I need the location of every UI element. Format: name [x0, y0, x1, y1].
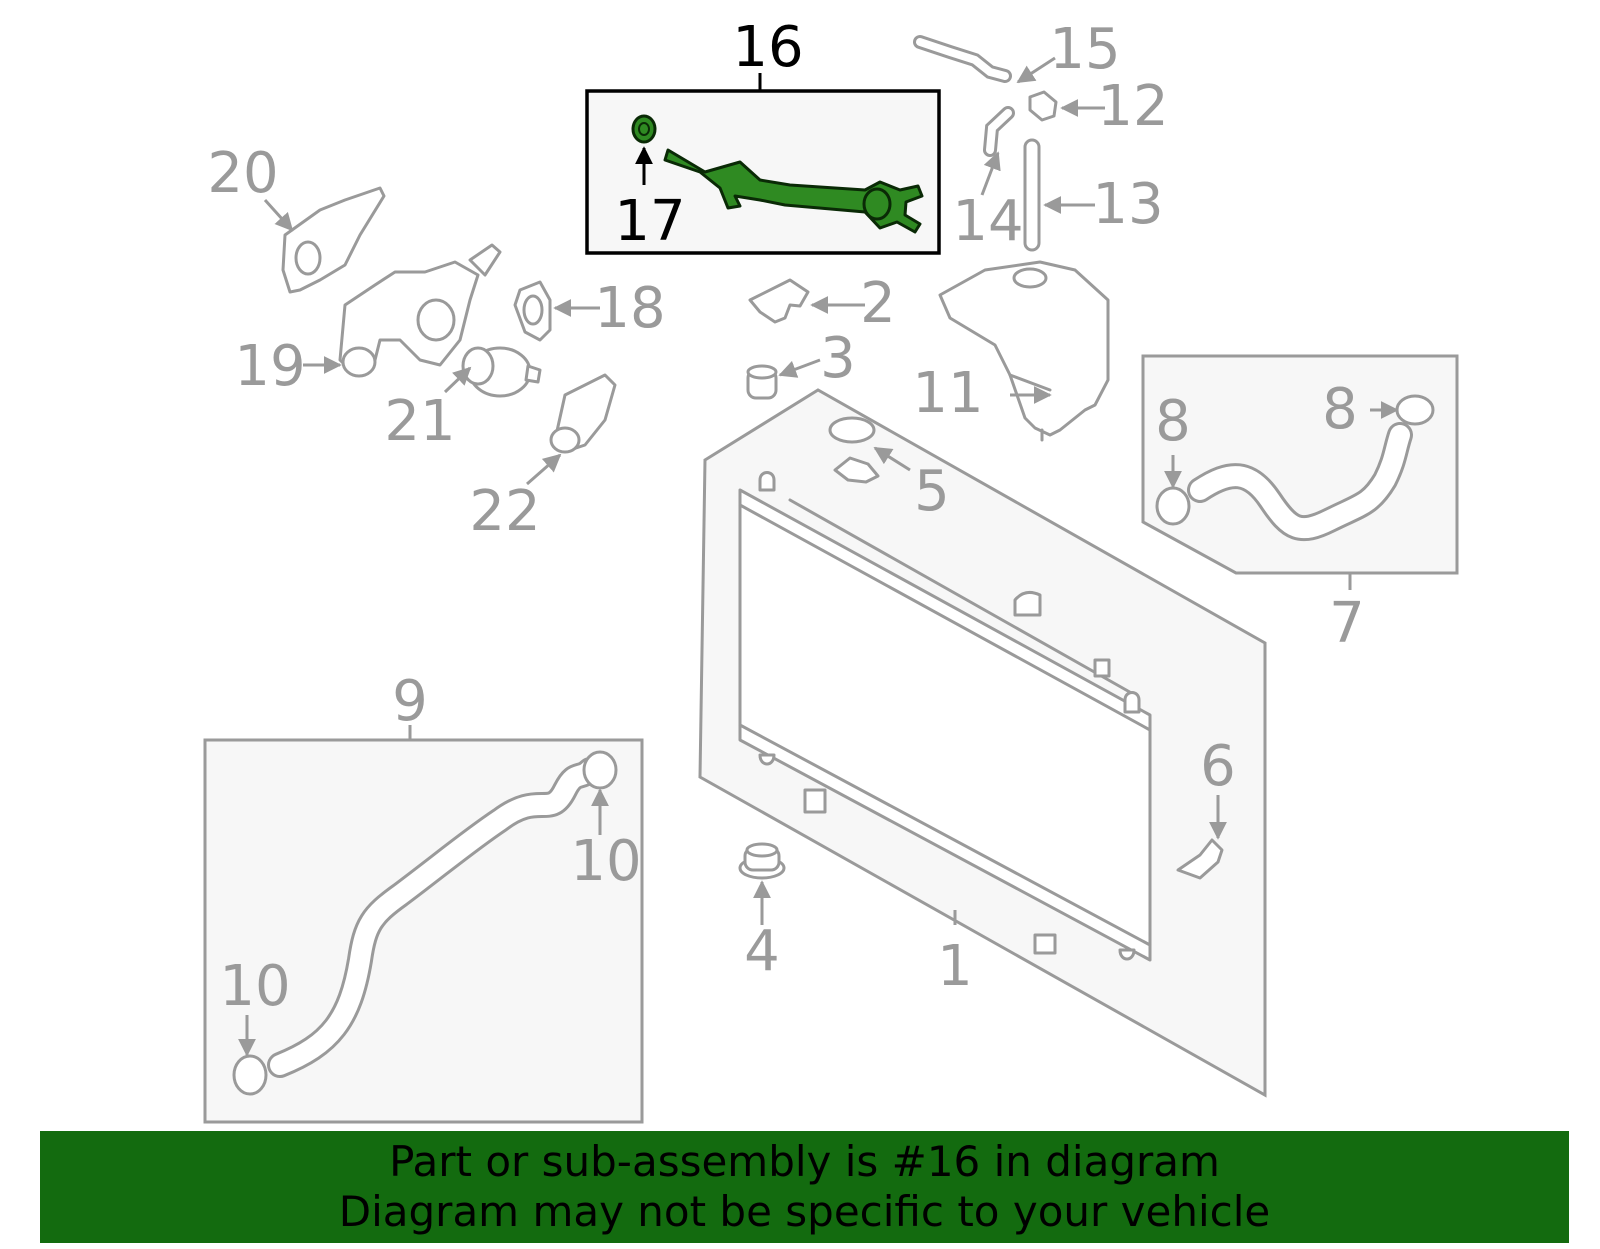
leader-20	[263, 198, 294, 232]
hose-12[interactable]	[1028, 90, 1058, 122]
callout-13: 13	[1092, 172, 1163, 237]
hose-clamp-upper-left	[1155, 486, 1191, 526]
callout-3: 3	[820, 326, 856, 391]
hose-clamp-upper-right	[1395, 394, 1435, 426]
leader-3	[778, 358, 821, 378]
callout-5: 5	[914, 459, 950, 524]
callout-14: 14	[952, 189, 1023, 254]
hose-clamp-lower-left	[232, 1054, 268, 1096]
hose-14[interactable]	[983, 106, 1015, 157]
callout-21: 21	[384, 389, 455, 454]
mount-3[interactable]	[746, 364, 778, 400]
callout-17: 17	[614, 189, 685, 254]
disclaimer-banner: Part or sub-assembly is #16 in diagram D…	[40, 1131, 1569, 1243]
leader-21	[443, 366, 472, 394]
leader-14	[980, 151, 1001, 196]
pipe-13[interactable]	[1023, 138, 1041, 252]
radiator-assembly[interactable]	[698, 388, 1267, 1098]
callout-16: 16	[732, 15, 803, 80]
bracket-2[interactable]	[748, 278, 810, 324]
coolant-reservoir[interactable]	[938, 260, 1110, 442]
hose-15[interactable]	[913, 35, 1012, 83]
lower-hose-assembly[interactable]	[203, 738, 644, 1124]
callout-2: 2	[860, 271, 896, 336]
drain-plug-6[interactable]	[1176, 838, 1224, 880]
callout-15: 15	[1049, 17, 1120, 82]
callout-7: 7	[1329, 591, 1365, 656]
mount-4[interactable]	[738, 842, 786, 880]
callout-8-left: 8	[1155, 389, 1191, 454]
thermostat-21[interactable]	[461, 346, 542, 398]
banner-line-2: Diagram may not be specific to your vehi…	[338, 1187, 1271, 1236]
callout-22: 22	[469, 479, 540, 544]
radiator-cap-5[interactable]	[828, 416, 880, 484]
callout-4: 4	[744, 919, 780, 984]
housing-22[interactable]	[549, 373, 617, 454]
callout-9: 9	[392, 669, 428, 734]
pipe-flange	[862, 187, 892, 221]
leader-22	[526, 453, 562, 486]
callout-11: 11	[912, 361, 983, 426]
callout-10-left: 10	[219, 954, 290, 1019]
callout-6: 6	[1200, 734, 1236, 799]
radiator-core	[738, 488, 1152, 962]
housing-19[interactable]	[338, 243, 502, 378]
callout-12: 12	[1097, 74, 1168, 139]
hose-clamp-lower-right	[582, 750, 618, 790]
leader-5	[873, 446, 911, 472]
callout-10-right: 10	[570, 829, 641, 894]
callout-18: 18	[594, 276, 665, 341]
bracket-20[interactable]	[281, 186, 386, 294]
leader-15	[1016, 56, 1056, 84]
water-pipe	[663, 148, 924, 234]
callout-1: 1	[937, 934, 973, 999]
callout-8-right: 8	[1322, 377, 1358, 442]
callout-20: 20	[207, 141, 278, 206]
water-pipe-assembly-16[interactable]	[585, 73, 941, 255]
banner-line-1: Part or sub-assembly is #16 in diagram	[389, 1137, 1220, 1186]
callout-19: 19	[234, 334, 305, 399]
gasket-18[interactable]	[513, 280, 552, 342]
